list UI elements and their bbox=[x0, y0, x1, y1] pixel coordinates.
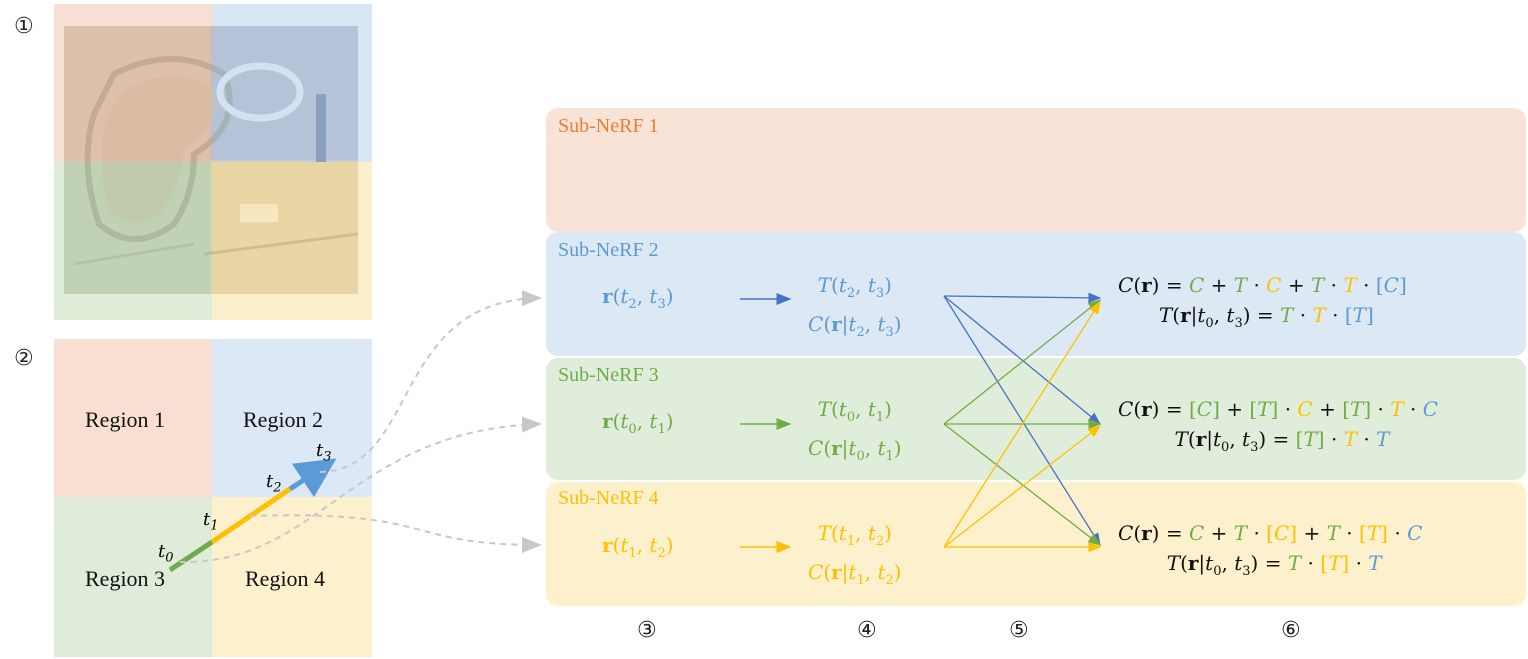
ray-segment-blue bbox=[288, 458, 337, 498]
subnerf-4-input: r(t1, t2) bbox=[602, 533, 674, 561]
step-3-label: ③ bbox=[637, 618, 657, 643]
subnerf-3-output: T(t0, t1)C(r|t0, t1) bbox=[808, 397, 902, 464]
ray-segment-green bbox=[168, 539, 214, 573]
fan-yellow bbox=[943, 300, 1102, 553]
subnerf-2-input: r(t2, t3) bbox=[602, 284, 674, 312]
fan-blue bbox=[943, 292, 1102, 547]
subnerf-3-band bbox=[546, 358, 1526, 480]
ray-point-t3: t3 bbox=[316, 440, 332, 465]
step-6-label: ⑥ bbox=[1281, 618, 1301, 643]
subnerf-1-band bbox=[546, 108, 1526, 232]
aerial-image bbox=[54, 4, 372, 320]
step-5-label: ⑤ bbox=[1009, 618, 1029, 643]
subnerf-2-band bbox=[546, 232, 1526, 356]
subnerf-3-title: Sub-NeRF 3 bbox=[558, 364, 659, 386]
equation-2: C(r) = [C] + [T] · C + [T] · T · C T(r|t… bbox=[1118, 397, 1438, 455]
region-3-area bbox=[54, 497, 212, 657]
region-1-label: Region 1 bbox=[85, 407, 166, 432]
dashed-link-region4 bbox=[249, 514, 542, 553]
equation-3: C(r) = C + T · [C] + T · [T] · C T(r|t0,… bbox=[1118, 521, 1423, 579]
subnerf-4-title: Sub-NeRF 4 bbox=[558, 487, 659, 509]
ray-point-t1: t1 bbox=[203, 509, 219, 534]
step-1-label: ① bbox=[14, 14, 34, 39]
ray-point-t2: t2 bbox=[266, 471, 282, 496]
dashed-link-region3 bbox=[179, 416, 542, 564]
step-4-label: ④ bbox=[857, 618, 877, 643]
region-4-label: Region 4 bbox=[245, 566, 326, 591]
dashed-link-region2 bbox=[319, 290, 542, 473]
region-1-area bbox=[54, 339, 212, 497]
subnerf-2-output: T(t2, t3)C(r|t2, t3) bbox=[808, 273, 902, 340]
region-2-label: Region 2 bbox=[243, 407, 324, 432]
subnerf-1-title: Sub-NeRF 1 bbox=[558, 115, 659, 137]
region-3-label: Region 3 bbox=[85, 566, 166, 591]
step-2-label: ② bbox=[14, 346, 34, 371]
subnerf-3-input: r(t0, t1) bbox=[602, 409, 674, 437]
subnerf-4-band bbox=[546, 482, 1526, 606]
subnerf-4-output: T(t1, t2)C(r|t1, t2) bbox=[808, 521, 902, 588]
ray-point-t0: t0 bbox=[158, 541, 174, 566]
subnerf-2-title: Sub-NeRF 2 bbox=[558, 239, 659, 261]
equation-1: C(r) = C + T · C + T · T · [C] T(r|t0, t… bbox=[1118, 273, 1407, 331]
